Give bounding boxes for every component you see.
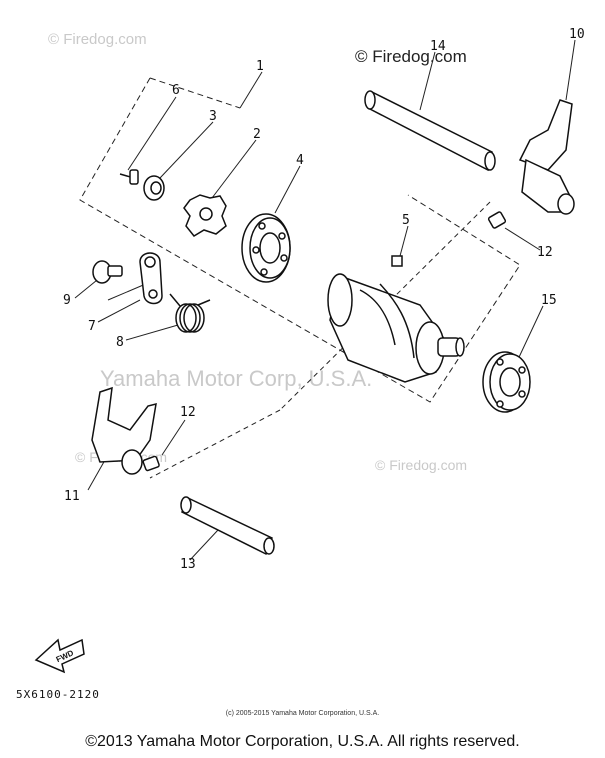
callout-11: 11 (64, 489, 80, 504)
callout-12-lower: 12 (180, 405, 196, 420)
callout-15: 15 (541, 293, 557, 308)
callout-1: 1 (256, 59, 264, 74)
watermark-yamaha-center: Yamaha Motor Corp, U.S.A. (100, 366, 372, 391)
part-8-torsion-spring (169, 293, 211, 333)
callout-12-upper: 12 (537, 245, 553, 260)
callout-9: 9 (63, 293, 71, 308)
part-4-bearing (241, 213, 291, 283)
part-6-screw (119, 169, 139, 185)
part-1-shift-drum (327, 273, 465, 383)
assembly-box-top-edge (149, 77, 241, 109)
watermark-firedog-top-right: © Firedog.com (355, 47, 467, 66)
callout-4: 4 (296, 153, 304, 168)
part-9-bolt (92, 260, 123, 284)
small-copyright: (c) 2005-2015 Yamaha Motor Corporation, … (225, 710, 380, 717)
watermark-firedog-mid-right: © Firedog.com (375, 457, 467, 473)
part-5-pin (391, 255, 403, 267)
part-14-fork-shaft (364, 90, 496, 172)
callout-2: 2 (253, 127, 261, 142)
part-15-bearing (482, 351, 531, 413)
callout-10: 10 (569, 27, 585, 42)
part-12-pin-upper (487, 211, 507, 229)
part-7-stopper-lever (139, 252, 163, 305)
watermark-firedog-top-left: © Firedog.com (48, 31, 147, 48)
part-11-shift-fork (91, 386, 157, 475)
footer-copyright: ©2013 Yamaha Motor Corporation, U.S.A. A… (85, 733, 520, 750)
part-2-segment-plate (183, 194, 227, 237)
callout-3: 3 (209, 109, 217, 124)
part-10-shift-fork (518, 99, 575, 215)
fwd-arrow-icon: FWD (34, 638, 85, 674)
callout-14: 14 (430, 39, 446, 54)
assembly-box-outline (79, 77, 521, 403)
part-3-washer (143, 175, 165, 201)
callout-13: 13 (180, 557, 196, 572)
callout-5: 5 (402, 213, 410, 228)
part-13-fork-shaft (180, 496, 275, 556)
part-12-pin-lower (142, 455, 160, 472)
part-code: 5X6100-2120 (16, 688, 100, 701)
callout-7: 7 (88, 319, 96, 334)
callout-8: 8 (116, 335, 124, 350)
callout-6: 6 (172, 83, 180, 98)
